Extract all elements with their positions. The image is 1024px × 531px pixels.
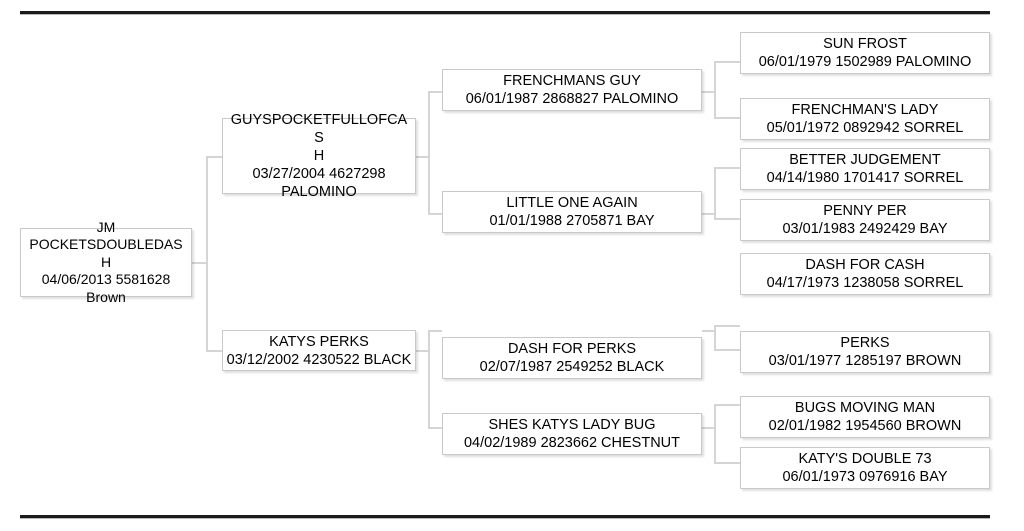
- node-g4-6-details: 03/01/1977 1285197 BROWN: [768, 353, 962, 369]
- node-g4-3[interactable]: BETTER JUDGEMENT 04/14/1980 1701417 SORR…: [740, 148, 990, 190]
- connector-sheskatysladybug-dam: [714, 462, 740, 464]
- node-sire-dam-name: LITTLE ONE AGAIN: [506, 195, 638, 211]
- node-g4-2[interactable]: FRENCHMAN'S LADY 05/01/1972 0892942 SORR…: [740, 98, 990, 140]
- connector-littleoneagain-spine: [714, 167, 716, 220]
- node-sire-dam-details: 01/01/1988 2705871 BAY: [489, 213, 655, 229]
- node-dam[interactable]: KATYS PERKS 03/12/2002 4230522 BLACK: [222, 330, 416, 371]
- node-g4-3-details: 04/14/1980 1701417 SORREL: [766, 170, 964, 186]
- node-g4-8-details: 06/01/1973 0976916 BAY: [782, 469, 948, 485]
- node-g4-2-name: FRENCHMAN'S LADY: [791, 102, 939, 118]
- connector-sire-dam: [428, 213, 442, 215]
- connector-littleoneagain-stub: [702, 213, 716, 215]
- node-subject-details: 04/06/2013 5581628: [41, 271, 171, 288]
- node-g4-8[interactable]: KATY'S DOUBLE 73 06/01/1973 0976916 BAY: [740, 447, 990, 489]
- node-g4-1-details: 06/01/1979 1502989 PALOMINO: [758, 54, 972, 70]
- connector-littleoneagain-dam: [714, 218, 740, 220]
- node-dam-dam[interactable]: SHES KATYS LADY BUG 04/02/1989 2823662 C…: [442, 413, 702, 455]
- connector-subject-stub: [192, 262, 208, 264]
- node-dam-name: KATYS PERKS: [269, 333, 369, 350]
- connector-sheskatysladybug-spine: [714, 404, 716, 464]
- node-sire[interactable]: GUYSPOCKETFULLOFCAS H 03/27/2004 4627298…: [222, 112, 416, 200]
- connector-frenchmansguy-stub: [702, 91, 716, 93]
- node-g4-5-name: DASH FOR CASH: [805, 257, 925, 273]
- node-g4-4-name: PENNY PER: [823, 203, 907, 219]
- connector-frenchmansguy-dam: [714, 117, 740, 119]
- connector-dam-spine: [428, 330, 430, 429]
- node-g4-7-name: BUGS MOVING MAN: [794, 400, 936, 416]
- connector-dam-stub: [416, 350, 430, 352]
- connector-dashforperks-spine: [714, 325, 716, 351]
- node-sire-details: 03/27/2004 4627298: [252, 166, 386, 182]
- node-g4-7[interactable]: BUGS MOVING MAN 02/01/1982 1954560 BROWN: [740, 396, 990, 438]
- connector-gen1-dam: [206, 350, 222, 352]
- node-g4-1[interactable]: SUN FROST 06/01/1979 1502989 PALOMINO: [740, 32, 990, 74]
- connector-sheskatysladybug-sire: [714, 404, 740, 406]
- connector-sire-sire: [428, 91, 442, 93]
- connector-dashforperks-dam: [714, 349, 740, 351]
- node-sire-sire-details: 06/01/1987 2868827 PALOMINO: [465, 91, 679, 107]
- node-dam-dam-details: 04/02/1989 2823662 CHESTNUT: [463, 435, 681, 451]
- connector-sheskatysladybug-stub: [702, 427, 716, 429]
- node-dam-sire-name: DASH FOR PERKS: [507, 341, 637, 357]
- connector-dam-sire: [428, 330, 442, 332]
- node-g4-4[interactable]: PENNY PER 03/01/1983 2492429 BAY: [740, 199, 990, 241]
- node-subject-name-line3: H: [100, 253, 112, 270]
- connector-dashforperks-stub: [702, 330, 716, 332]
- node-g4-5-details: 04/17/1973 1238058 SORREL: [766, 275, 964, 291]
- node-sire-sire[interactable]: FRENCHMANS GUY 06/01/1987 2868827 PALOMI…: [442, 69, 702, 111]
- node-dam-sire-details: 02/07/1987 2549252 BLACK: [479, 359, 665, 375]
- node-sire-name-line1: GUYSPOCKETFULLOFCAS: [230, 112, 408, 146]
- connector-gen1-spine: [206, 156, 208, 352]
- node-g4-4-details: 03/01/1983 2492429 BAY: [782, 221, 948, 237]
- node-sire-dam[interactable]: LITTLE ONE AGAIN 01/01/1988 2705871 BAY: [442, 191, 702, 233]
- node-dam-dam-name: SHES KATYS LADY BUG: [488, 417, 656, 433]
- node-sire-name-line2: H: [313, 148, 325, 164]
- node-g4-5[interactable]: DASH FOR CASH 04/17/1973 1238058 SORREL: [740, 253, 990, 295]
- node-subject-name-line1: JM: [96, 218, 116, 235]
- connector-gen1-sire: [206, 156, 222, 158]
- node-g4-6[interactable]: PERKS 03/01/1977 1285197 BROWN: [740, 331, 990, 373]
- node-subject[interactable]: JM POCKETSDOUBLEDAS H 04/06/2013 5581628…: [20, 219, 192, 305]
- node-sire-color: PALOMINO: [281, 184, 357, 200]
- connector-dashforperks-sire: [714, 325, 740, 327]
- node-dam-sire[interactable]: DASH FOR PERKS 02/07/1987 2549252 BLACK: [442, 337, 702, 379]
- node-subject-name-line2: POCKETSDOUBLEDAS: [29, 236, 183, 253]
- node-g4-3-name: BETTER JUDGEMENT: [789, 152, 941, 168]
- connector-frenchmansguy-sire: [714, 61, 740, 63]
- node-sire-sire-name: FRENCHMANS GUY: [503, 73, 641, 89]
- connector-dam-dam: [428, 427, 442, 429]
- node-dam-details: 03/12/2002 4230522 BLACK: [226, 351, 412, 368]
- connector-sire-spine: [428, 91, 430, 215]
- node-g4-7-details: 02/01/1982 1954560 BROWN: [768, 418, 962, 434]
- top-divider-rule: [20, 11, 990, 14]
- node-g4-8-name: KATY'S DOUBLE 73: [798, 451, 932, 467]
- node-g4-6-name: PERKS: [840, 335, 890, 351]
- node-g4-2-details: 05/01/1972 0892942 SORREL: [766, 120, 964, 136]
- bottom-divider-rule: [20, 515, 990, 518]
- node-subject-color: Brown: [86, 288, 126, 305]
- connector-frenchmansguy-spine: [714, 61, 716, 119]
- connector-littleoneagain-sire: [714, 167, 740, 169]
- connector-sire-stub: [416, 156, 430, 158]
- node-g4-1-name: SUN FROST: [823, 36, 907, 52]
